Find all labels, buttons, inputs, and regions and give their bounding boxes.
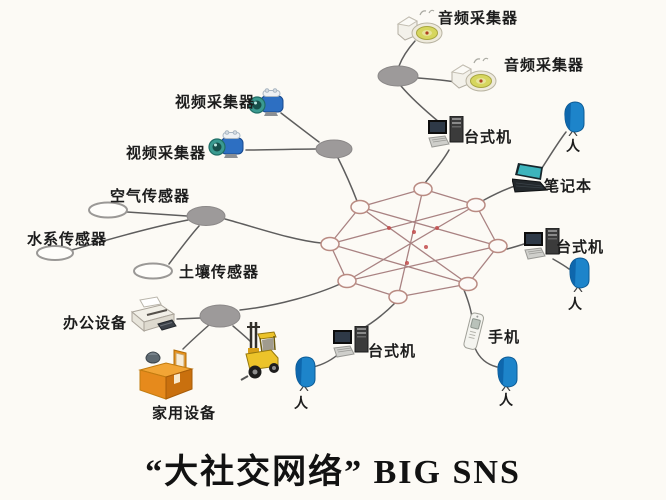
mesh-nodes <box>320 181 508 305</box>
water-sensor-label: 水系传感器 <box>27 231 108 248</box>
wire-printer-hub <box>176 317 201 320</box>
wire-video1-hub <box>280 112 320 143</box>
person-icon <box>288 355 318 392</box>
wire-water-hub <box>71 219 189 251</box>
mesh-node <box>320 236 340 252</box>
forklift-icon <box>238 320 284 382</box>
person-label: 人 <box>566 138 580 154</box>
mesh-node <box>488 238 508 254</box>
wire-video2-hub <box>245 148 317 151</box>
desktop-computer-icon <box>333 325 371 360</box>
office-hub <box>199 304 241 328</box>
person-icon <box>557 100 587 137</box>
person-label: 人 <box>568 296 582 312</box>
soil-sensor-label: 土壤传感器 <box>179 264 260 281</box>
sensor-nodes <box>36 201 173 280</box>
mesh-edges <box>329 188 499 298</box>
wire-sensorhub-mesh <box>224 218 322 244</box>
audio-collector-label: 音频采集器 <box>438 10 519 27</box>
wire-officehub-mesh <box>239 283 341 311</box>
diagram-title: “大社交网络” BIG SNS <box>145 454 521 491</box>
wire-desktop-top-mesh <box>424 149 450 184</box>
mesh-node <box>466 197 486 213</box>
device-wires <box>71 40 570 368</box>
video-camera-icon <box>208 130 246 160</box>
sensor-hub <box>186 206 226 226</box>
audio-collector-icon <box>450 56 498 96</box>
mesh-node <box>458 276 478 292</box>
mesh-junction-dots <box>387 226 439 265</box>
wire-laptop-person <box>541 131 567 169</box>
soil-sensor-node <box>133 262 173 280</box>
mobile-phone-label: 手机 <box>488 329 521 346</box>
person-icon <box>562 256 592 293</box>
office-printer-icon <box>130 296 178 338</box>
mesh-node <box>413 181 433 197</box>
desktop-computer-icon <box>524 227 562 262</box>
air-sensor-label: 空气传感器 <box>110 188 191 205</box>
video-collector-label: 视频采集器 <box>175 94 256 111</box>
desktop-label: 台式机 <box>556 239 605 256</box>
laptop-label: 笔记本 <box>544 178 593 195</box>
wire-mesh-laptop <box>483 185 516 201</box>
mesh-node <box>350 199 370 215</box>
air-sensor-node <box>88 201 128 219</box>
audio-hub <box>377 65 419 87</box>
desktop-label: 台式机 <box>368 343 417 360</box>
person-icon <box>490 355 520 392</box>
video-hub <box>315 139 353 159</box>
video-collector-label: 视频采集器 <box>126 145 207 162</box>
wire-hub-home <box>182 324 210 350</box>
video-camera-icon <box>248 88 286 118</box>
person-label: 人 <box>499 392 513 408</box>
wire-videohub-mesh <box>337 157 358 202</box>
water-sensor-node <box>36 245 74 261</box>
person-label: 人 <box>294 395 308 411</box>
office-equipment-label: 办公设备 <box>63 315 128 332</box>
wire-audio1-hub <box>398 40 416 67</box>
wire-soil-hub <box>168 225 200 265</box>
audio-collector-label: 音频采集器 <box>504 57 585 74</box>
cluster-hubs <box>186 65 419 328</box>
home-appliance-icon <box>136 342 196 400</box>
wire-hub-forklift <box>232 325 252 343</box>
wire-hub-desktop-top <box>400 85 440 123</box>
home-equipment-label: 家用设备 <box>152 405 217 422</box>
mobile-phone-icon <box>458 312 488 354</box>
wire-phone-person <box>474 347 498 368</box>
mesh-node <box>337 273 357 289</box>
mesh-node <box>388 289 408 305</box>
laptop-icon <box>511 163 549 195</box>
wire-air-hub <box>126 211 188 217</box>
wire-desktop-right-person <box>552 258 570 270</box>
desktop-computer-icon <box>428 115 466 150</box>
desktop-label: 台式机 <box>464 129 513 146</box>
audio-collector-icon <box>396 8 444 48</box>
